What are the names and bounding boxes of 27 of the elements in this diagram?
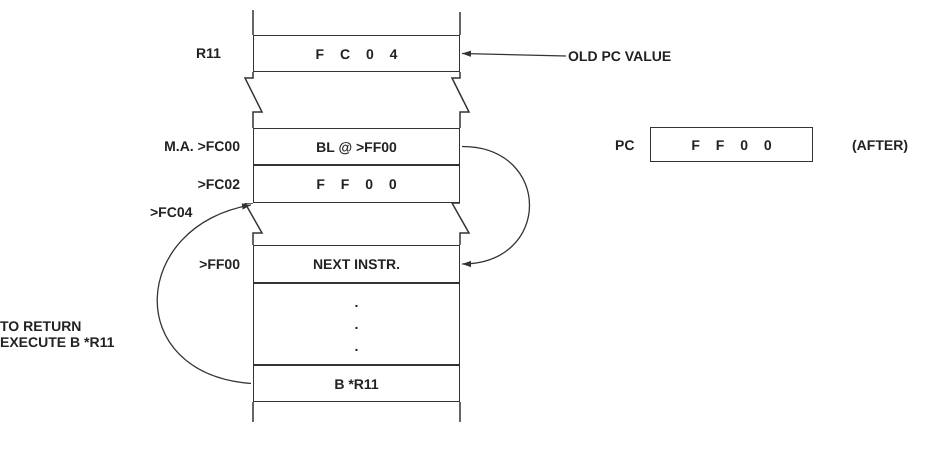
annotation-text: OLD PC VALUE <box>568 46 718 66</box>
memory-cell <box>253 128 460 165</box>
note-text: TO RETURN EXECUTE B *R11 <box>0 318 116 350</box>
address-label: PC <box>615 137 634 153</box>
ellipsis-text: . . . <box>354 293 360 356</box>
memory-cell <box>253 245 460 283</box>
cell-text: F F 0 0 <box>316 176 397 192</box>
cell-text: B *R11 <box>334 376 379 392</box>
address-label: >FF00 <box>199 256 240 272</box>
curved-arrow <box>462 146 530 266</box>
cell-text: F C 0 4 <box>316 46 398 62</box>
address-label: (AFTER) <box>852 137 908 153</box>
memory-cell <box>253 283 460 365</box>
memory-cell <box>253 35 460 72</box>
address-label: >FC04 <box>150 204 192 220</box>
arrow <box>462 50 566 57</box>
memory-cell <box>253 365 460 402</box>
memory-break <box>243 203 470 245</box>
cell-text: NEXT INSTR. <box>312 256 400 272</box>
curved-arrow <box>156 204 252 384</box>
cell-text: BL @ >FF00 <box>316 138 397 154</box>
memory-cell <box>253 165 460 203</box>
register-box <box>650 127 813 162</box>
cell-text: F F 0 0 <box>691 136 772 152</box>
address-label: M.A. >FC00 <box>164 138 240 154</box>
address-label: R11 <box>196 45 221 61</box>
address-label: >FC02 <box>198 176 240 192</box>
